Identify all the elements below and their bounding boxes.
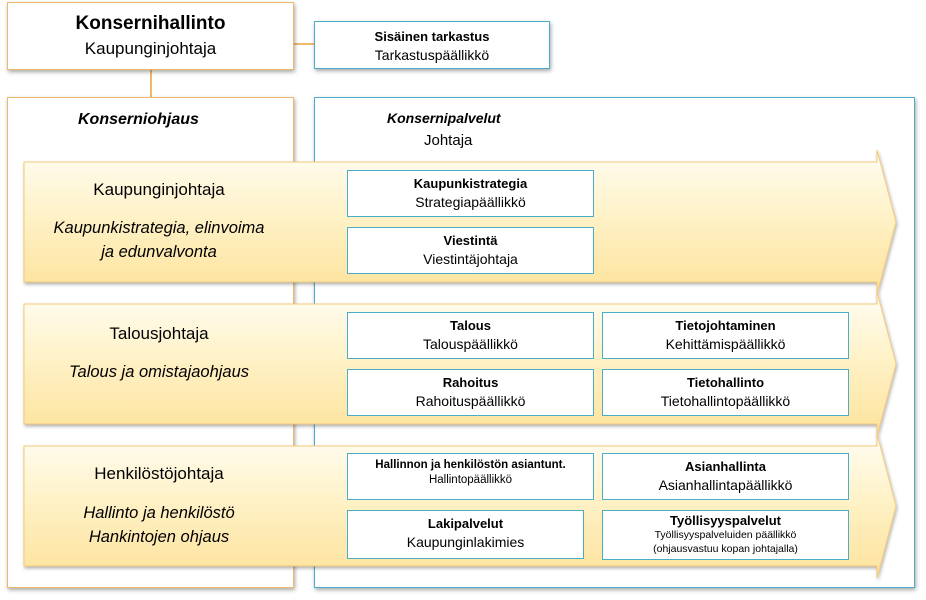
unit-subtitle: Rahoituspäällikkö [415,393,526,409]
unit-title: Työllisyyspalvelut [669,513,782,528]
internal-audit-title: Sisäinen tarkastus [374,29,490,44]
band-1-subtitle-line-2: ja edunvalvonta [101,243,217,261]
unit-title: Kaupunkistrategia [413,176,528,191]
band-3-subtitle: Hallinto ja henkilöstö Hankintojen ohjau… [24,501,294,549]
unit-subtitle: Kaupunginlakimies [406,534,525,550]
unit-title: Talous [450,318,491,333]
band-3-subtitle-line-2: Hankintojen ohjaus [88,528,230,546]
band-arrow-1 [23,149,897,295]
band-2-title: Talousjohtaja [109,324,209,343]
services-column-subtitle: Johtaja [424,132,473,149]
unit-subtitle-line-1: Työllisyyspalveluiden päällikkö [654,529,797,541]
unit-subtitle-line-2: (ohjausvastuu kopan johtajalla) [653,543,798,555]
band-1-subtitle-line-1: Kaupunkistrategia, elinvoima [53,219,265,237]
internal-audit-box: Sisäinen tarkastus Tarkastuspäällikkö [314,21,550,69]
unit-box: Tietohallinto Tietohallintopäällikkö [602,369,849,416]
band-3-subtitle-line-1: Hallinto ja henkilöstö [83,504,235,522]
unit-subtitle: Viestintäjohtaja [423,251,518,267]
band-1-title: Kaupunginjohtaja [93,180,225,199]
group-management-subtitle: Kaupunginjohtaja [84,39,217,58]
unit-subtitle: Talouspäällikkö [423,336,518,352]
group-management-box: Konsernihallinto Kaupunginjohtaja [7,2,294,70]
unit-title: Lakipalvelut [427,516,504,531]
internal-audit-subtitle: Tarkastuspäällikkö [374,47,490,63]
band-3-title: Henkilöstöjohtaja [94,464,224,483]
unit-title: Rahoitus [442,375,499,390]
group-management-title: Konsernihallinto [75,13,226,34]
steering-column-title: Konserniohjaus [78,111,199,128]
unit-box: Viestintä Viestintäjohtaja [347,227,594,274]
connector-line [293,43,314,45]
unit-box: Hallinnon ja henkilöstön asiantunt. Hall… [347,453,594,500]
unit-subtitle: Strategiapäällikkö [415,194,526,210]
unit-title: Asianhallinta [685,459,766,474]
band-1-subtitle: Kaupunkistrategia, elinvoima ja edunvalv… [24,216,294,264]
unit-box: Lakipalvelut Kaupunginlakimies [347,510,584,559]
unit-subtitle: Hallintopäällikkö [428,474,513,486]
unit-box: Työllisyyspalvelut Työllisyyspalveluiden… [602,510,849,560]
unit-title: Hallinnon ja henkilöstön asiantunt. [375,459,566,471]
unit-box: Rahoitus Rahoituspäällikkö [347,369,594,416]
unit-box: Asianhallinta Asianhallintapäällikkö [602,453,849,500]
unit-box: Tietojohtaminen Kehittämispäällikkö [602,312,849,359]
services-column-title: Konsernipalvelut [387,110,501,126]
unit-subtitle: Kehittämispäällikkö [665,336,786,352]
unit-subtitle: Tietohallintopäällikkö [660,393,791,409]
band-2-subtitle-line-1: Talous ja omistajaohjaus [68,363,250,381]
unit-subtitle: Asianhallintapäällikkö [658,477,793,493]
unit-title: Tietohallinto [686,375,765,390]
unit-box: Talous Talouspäällikkö [347,312,594,359]
band-2-subtitle: Talous ja omistajaohjaus [24,360,294,384]
unit-title: Viestintä [443,233,498,248]
connector-line-vertical [150,69,152,97]
unit-box: Kaupunkistrategia Strategiapäällikkö [347,170,594,217]
unit-title: Tietojohtaminen [675,318,776,333]
